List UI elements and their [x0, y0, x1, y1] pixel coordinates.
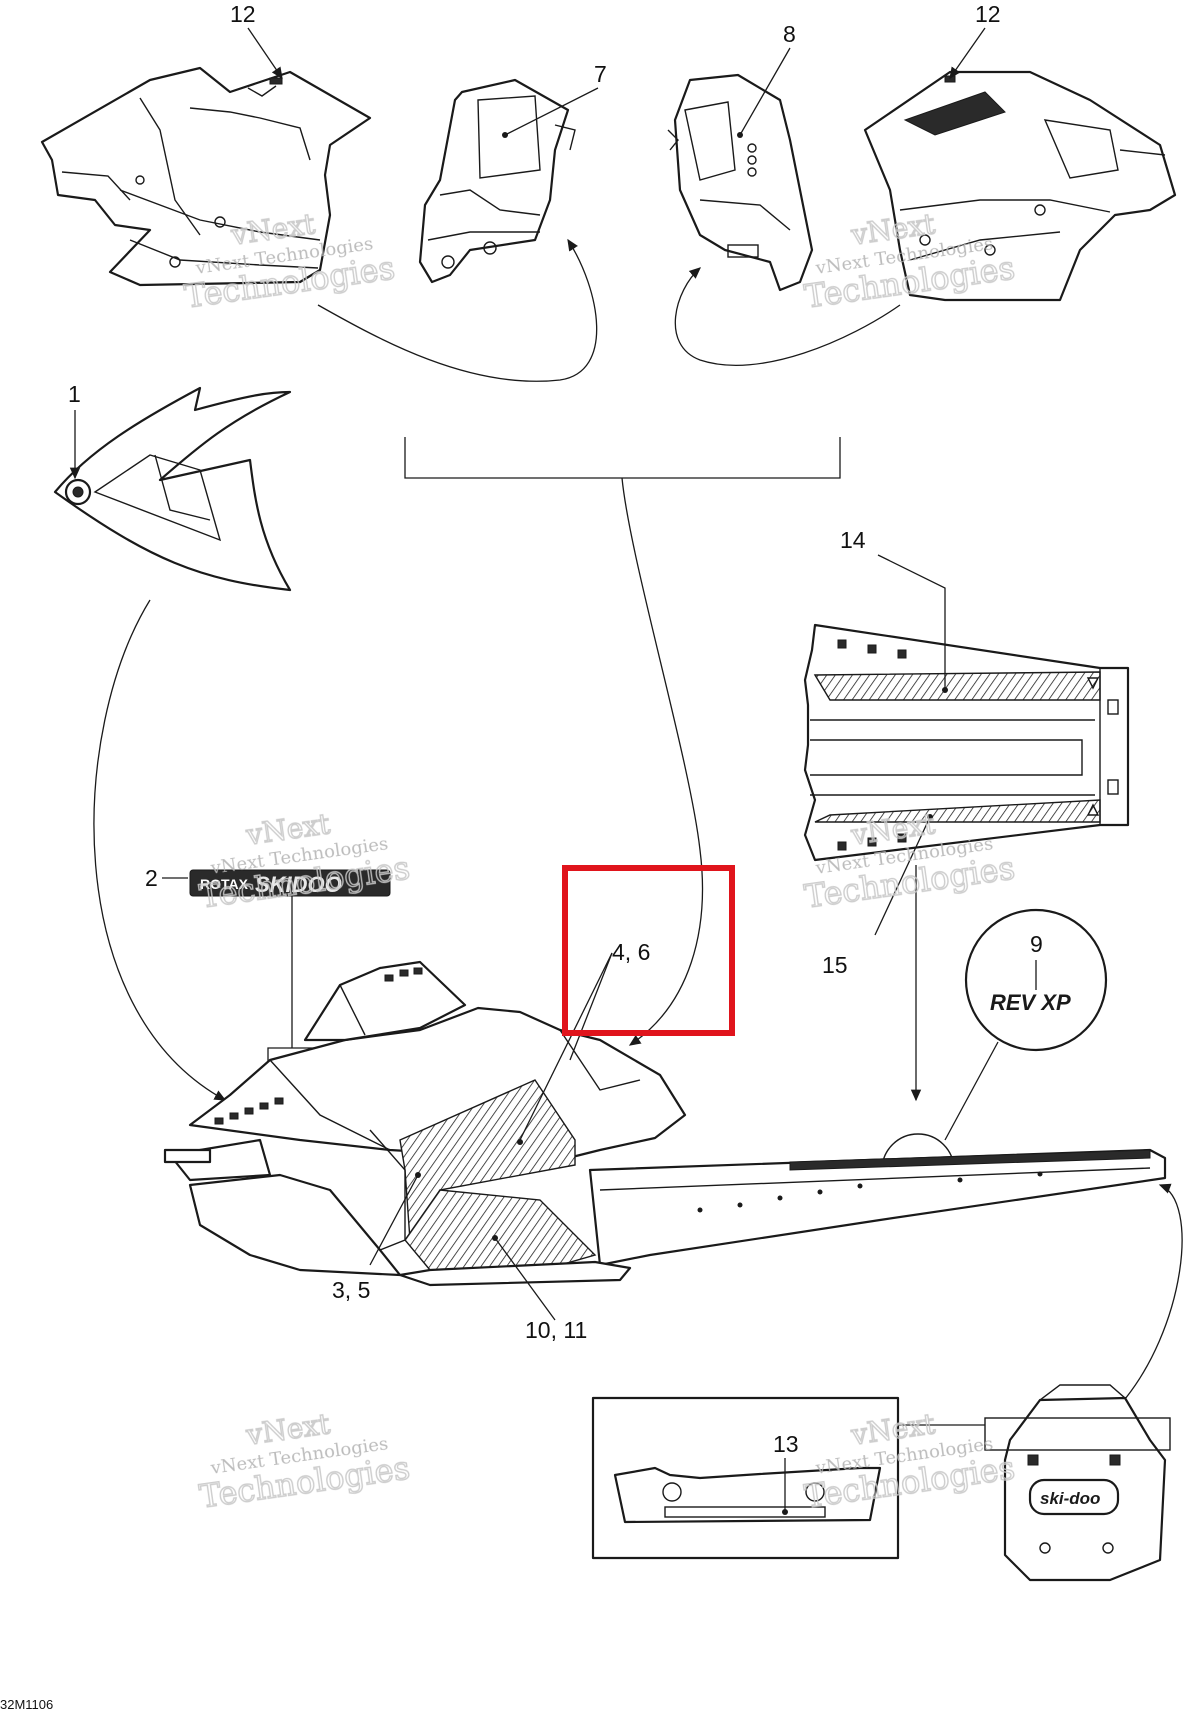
figure-reference: 32M1106: [0, 1697, 54, 1712]
callout-8[interactable]: 8: [783, 21, 796, 47]
callout-15[interactable]: 15: [822, 952, 848, 978]
tunnel-top-view: [803, 623, 1130, 862]
panel-8: [667, 73, 814, 292]
callout-12-right[interactable]: 12: [975, 1, 1001, 27]
decal-brand-text: ski-doo: [1040, 1489, 1100, 1508]
callout-12-left[interactable]: 12: [230, 1, 256, 27]
hood-piece: [53, 386, 292, 592]
callout-3-5[interactable]: 3, 5: [332, 1277, 370, 1303]
callout-10-11[interactable]: 10, 11: [525, 1317, 587, 1343]
decal-model-text: SKIDOO: [255, 872, 342, 897]
callout-2[interactable]: 2: [145, 865, 158, 891]
callout-labels: 12 7 8 12 1 14 2 4, 6 15 9 3, 5 10, 11 1…: [68, 1, 1043, 1457]
main-sled: [163, 960, 1167, 1287]
callout-14[interactable]: 14: [840, 527, 866, 553]
panel-7: [418, 78, 576, 284]
decal-rotax: ROTAX SKIDOO: [189, 869, 391, 897]
decal-rev-text: REV XP: [990, 990, 1071, 1015]
callout-1[interactable]: 1: [68, 381, 81, 407]
side-panel-right: [863, 70, 1177, 302]
watermark-group: vNext vNext Technologies Technologies vN…: [181, 206, 1017, 1516]
callout-4-6[interactable]: 4, 6: [612, 939, 650, 965]
highlight-box: [562, 865, 735, 1036]
rear-flap: ski-doo: [984, 1384, 1171, 1582]
callout-7[interactable]: 7: [594, 61, 607, 87]
decal-rotax-text: ROTAX: [200, 876, 249, 892]
callout-9[interactable]: 9: [1030, 931, 1043, 957]
detail-box-13: [591, 1396, 900, 1560]
side-panel-left: [40, 66, 372, 287]
callout-13[interactable]: 13: [773, 1431, 799, 1457]
